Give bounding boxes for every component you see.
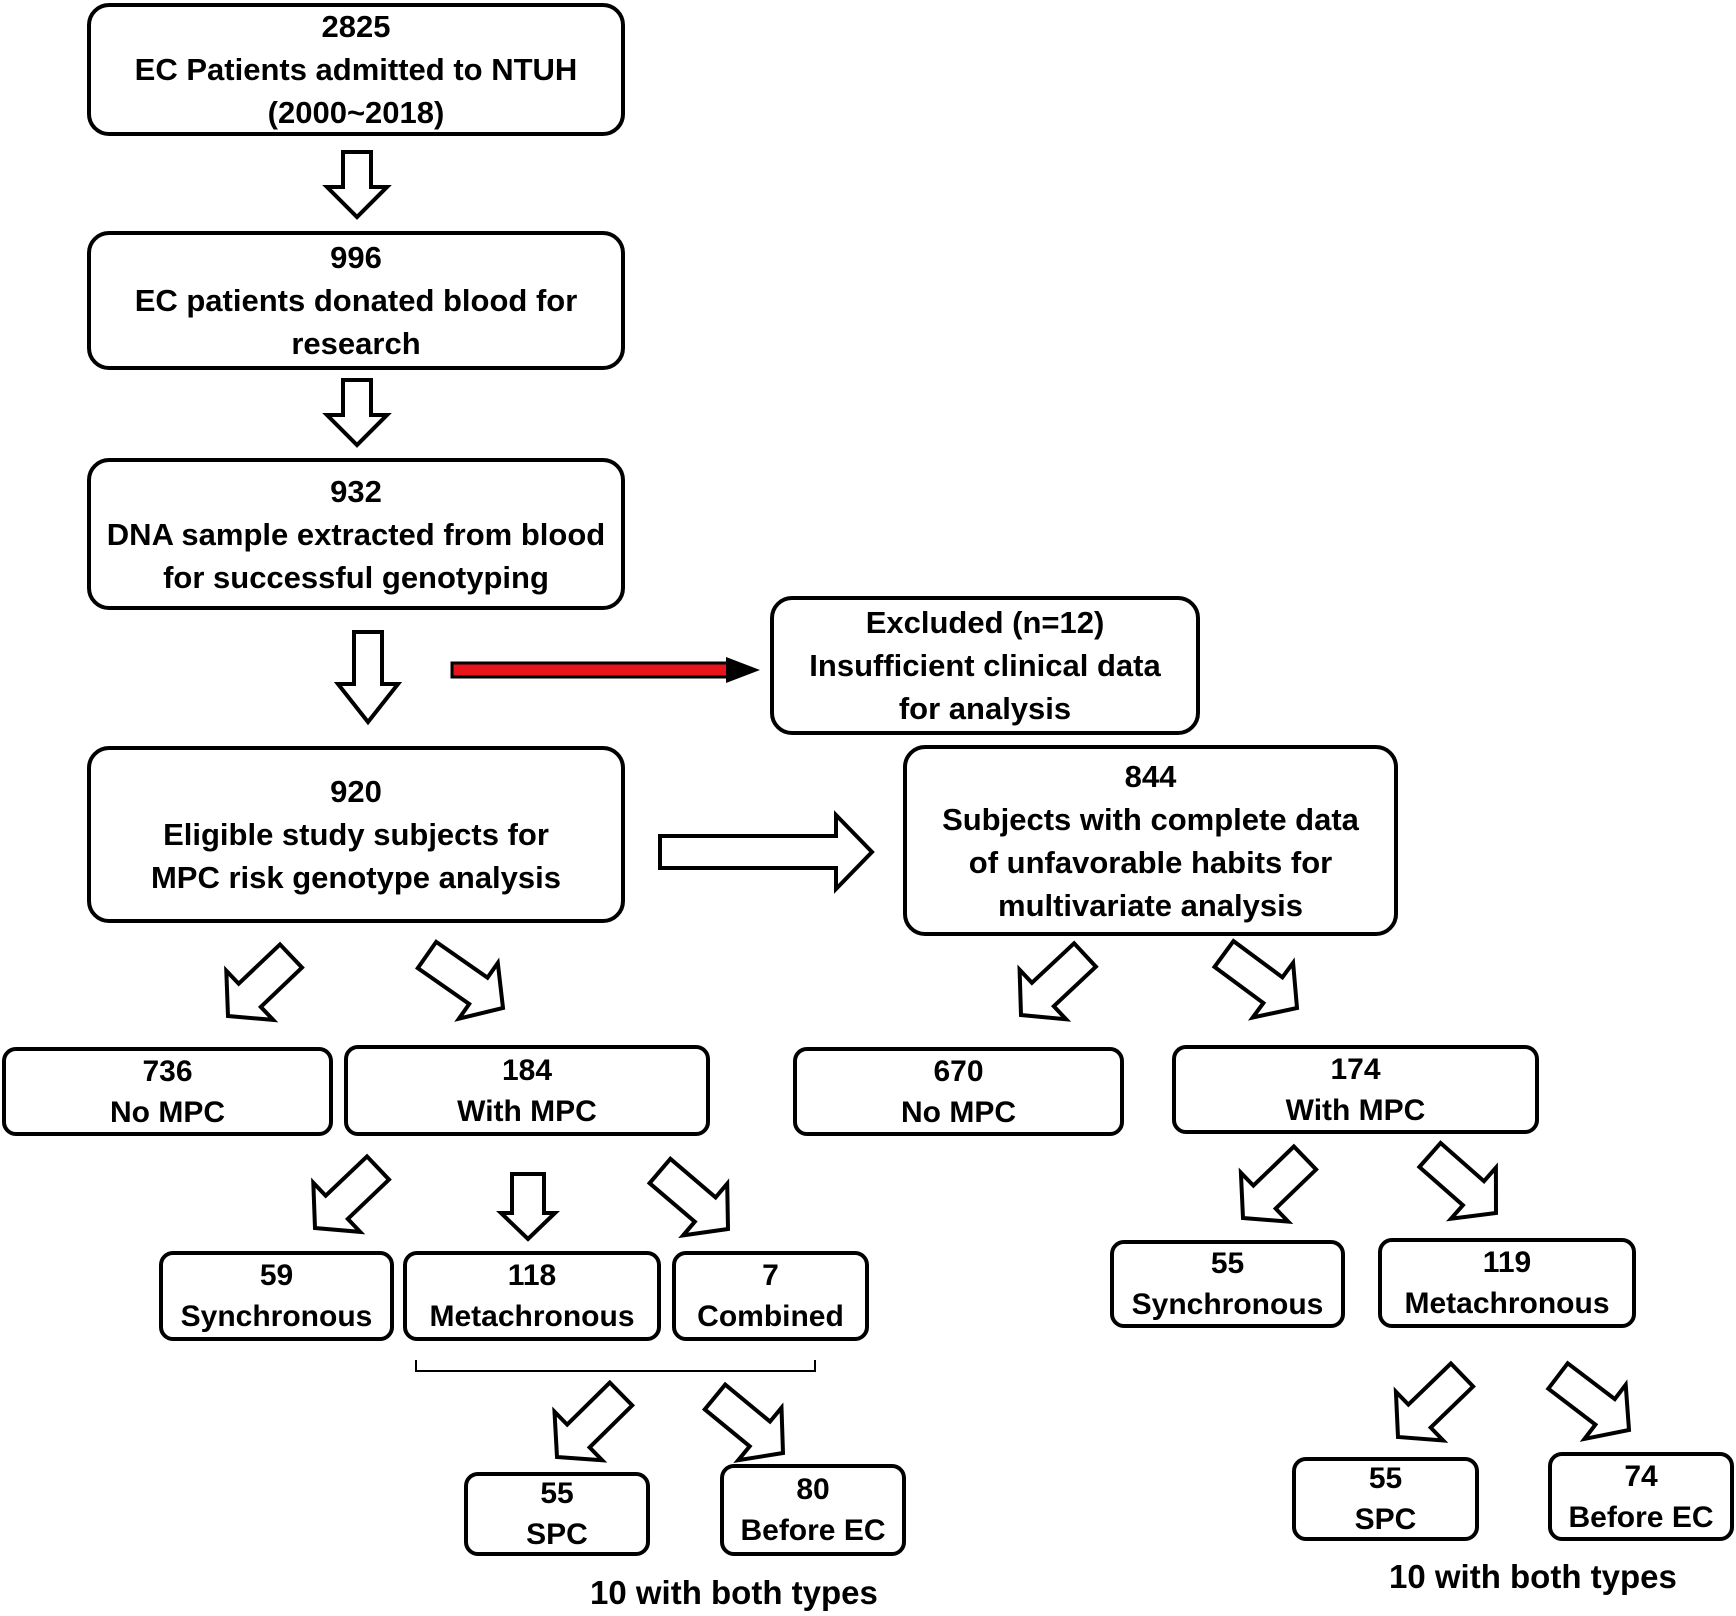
count: 844 <box>1124 758 1177 794</box>
box-right-before-ec: 74 Before EC <box>1548 1452 1734 1541</box>
flow-arrow-16 <box>1393 1360 1476 1443</box>
flow-arrow-9 <box>311 1153 392 1235</box>
flow-arrow-17 <box>1545 1360 1632 1442</box>
box-eligible: 920 Eligible study subjects for MPC risk… <box>87 746 625 923</box>
count: 74 <box>1624 1459 1658 1493</box>
description: for successful genotyping <box>163 559 549 595</box>
box-left-before-ec: 80 Before EC <box>720 1464 906 1556</box>
count: 736 <box>142 1054 193 1088</box>
description: EC Patients admitted to NTUH <box>134 52 578 87</box>
count: 174 <box>1330 1052 1381 1086</box>
count: 59 <box>259 1259 294 1292</box>
flow-arrow-5 <box>224 941 305 1023</box>
label: SPC <box>526 1518 588 1551</box>
arrow-group <box>224 150 1632 1464</box>
box-right-no-mpc: 670 No MPC <box>793 1047 1124 1136</box>
description: Subjects with complete data <box>942 801 1359 837</box>
count: 55 <box>540 1477 574 1510</box>
box-donated-blood: 996 EC patients donated blood for resear… <box>87 231 625 370</box>
count: 55 <box>1210 1247 1245 1280</box>
label: No MPC <box>901 1095 1016 1129</box>
box-right-synchronous: 55 Synchronous <box>1110 1240 1345 1328</box>
flow-arrow-13 <box>1416 1140 1499 1222</box>
flow-arrow-14 <box>552 1379 636 1463</box>
description: EC patients donated blood for <box>134 283 578 318</box>
count: 119 <box>1482 1246 1532 1279</box>
description: for analysis <box>898 691 1072 726</box>
flow-arrow-11 <box>646 1155 731 1239</box>
label: Before EC <box>740 1514 886 1547</box>
count: 670 <box>933 1054 984 1088</box>
right-both-types-note: 10 with both types <box>1389 1558 1677 1595</box>
description: multivariate analysis <box>998 887 1303 923</box>
box-left-metachronous: 118 Metachronous <box>403 1251 661 1341</box>
count: 184 <box>501 1053 553 1087</box>
label: Metachronous <box>1404 1287 1610 1320</box>
label: No MPC <box>110 1095 225 1129</box>
description: (2000~2018) <box>267 95 445 130</box>
description: Eligible study subjects for <box>163 817 549 852</box>
box-admitted: 2825 EC Patients admitted to NTUH (2000~… <box>87 3 625 136</box>
box-right-with-mpc: 174 With MPC <box>1172 1045 1539 1134</box>
description: research <box>291 326 421 361</box>
box-excluded: Excluded (n=12) Insufficient clinical da… <box>770 596 1200 735</box>
flow-arrow-12 <box>1238 1143 1319 1225</box>
flow-arrow-8 <box>1211 938 1300 1021</box>
description: MPC risk genotype analysis <box>150 860 562 895</box>
flow-arrow-6 <box>415 939 506 1022</box>
description: DNA sample extracted from blood <box>106 516 606 552</box>
flow-arrow-7 <box>1017 940 1099 1022</box>
label: With MPC <box>1285 1093 1426 1127</box>
count: 996 <box>330 240 382 275</box>
flow-arrow-1 <box>322 150 392 220</box>
box-right-metachronous: 119 Metachronous <box>1378 1238 1636 1328</box>
count: 932 <box>330 473 382 509</box>
box-left-no-mpc: 736 No MPC <box>2 1047 333 1136</box>
box-dna-extracted: 932 DNA sample extracted from blood for … <box>87 458 625 610</box>
description: of unfavorable habits for <box>968 844 1333 880</box>
count: 7 <box>762 1259 779 1292</box>
box-right-spc: 55 SPC <box>1292 1457 1479 1541</box>
box-left-combined: 7 Combined <box>672 1251 869 1341</box>
exclusion-arrow <box>450 661 730 679</box>
flow-arrow-3 <box>333 630 403 726</box>
count: 2825 <box>321 9 391 44</box>
left-both-types-note: 10 with both types <box>590 1574 878 1611</box>
box-left-spc: 55 SPC <box>464 1472 650 1556</box>
flow-arrow-4 <box>658 810 875 894</box>
label: Synchronous <box>180 1300 373 1333</box>
count: 920 <box>330 774 382 809</box>
count: 80 <box>796 1473 830 1506</box>
flow-arrow-10 <box>496 1172 560 1242</box>
count: 55 <box>1368 1462 1403 1495</box>
description: Insufficient clinical data <box>809 648 1161 683</box>
label: SPC <box>1354 1503 1417 1536</box>
bracket <box>415 1360 816 1372</box>
excluded-title: Excluded (n=12) <box>865 605 1105 640</box>
label: Synchronous <box>1131 1288 1324 1321</box>
label: Before EC <box>1568 1500 1714 1534</box>
flow-arrow-15 <box>701 1381 786 1464</box>
box-left-with-mpc: 184 With MPC <box>344 1045 710 1136</box>
flow-arrow-2 <box>322 378 392 448</box>
exclusion-arrow-head <box>726 657 760 683</box>
box-left-synchronous: 59 Synchronous <box>159 1251 394 1341</box>
label: With MPC <box>457 1094 597 1128</box>
label: Combined <box>697 1300 844 1333</box>
count: 118 <box>507 1259 557 1292</box>
box-complete-data: 844 Subjects with complete data of unfav… <box>903 745 1398 936</box>
label: Metachronous <box>429 1300 635 1333</box>
